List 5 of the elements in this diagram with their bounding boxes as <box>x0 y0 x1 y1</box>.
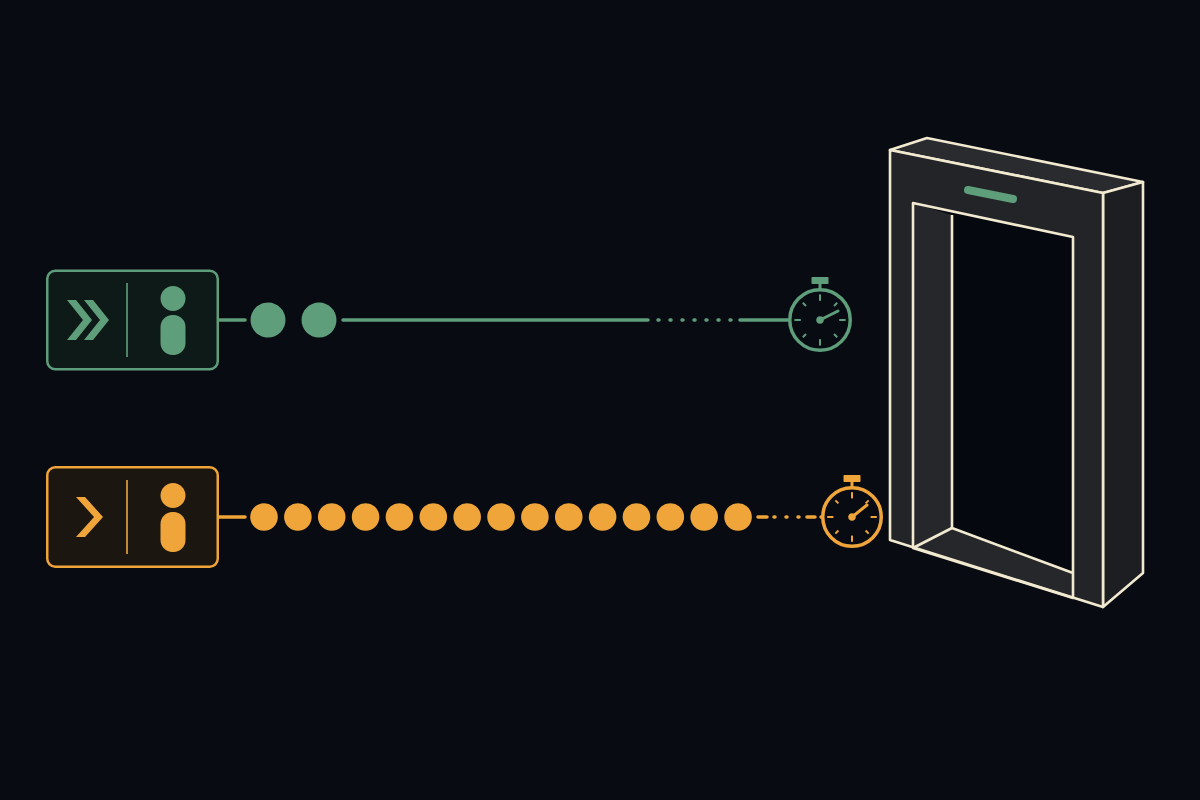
queue-line <box>217 302 790 338</box>
stopwatch-icon <box>821 475 883 548</box>
stopwatch-icon <box>788 277 852 352</box>
queue-line <box>217 503 823 531</box>
door-frame <box>888 136 1145 609</box>
